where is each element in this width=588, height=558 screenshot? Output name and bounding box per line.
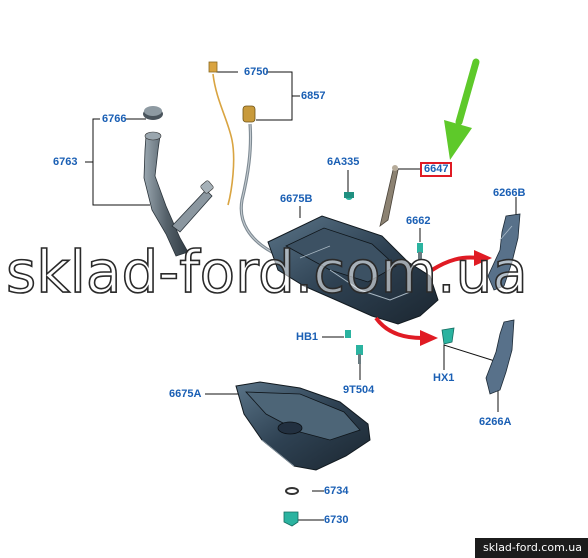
shield-6266a — [485, 319, 515, 395]
part-label-6857[interactable]: 6857 — [301, 90, 326, 102]
part-label-6647[interactable]: 6647 — [420, 162, 453, 177]
shield-6266b — [487, 213, 521, 291]
part-label-6662[interactable]: 6662 — [406, 215, 431, 227]
part-label-6266b[interactable]: 6266B — [493, 187, 526, 199]
part-label-6675b[interactable]: 6675B — [280, 193, 313, 205]
flow-arrowhead-lower — [420, 330, 438, 346]
part-label-hx1[interactable]: HX1 — [433, 372, 455, 384]
part-label-6750[interactable]: 6750 — [244, 66, 269, 78]
part-label-6675a[interactable]: 6675A — [169, 388, 202, 400]
footer-site-badge: sklad-ford.com.ua — [475, 538, 588, 558]
bolt-6662 — [417, 243, 423, 260]
lower-oil-pan — [235, 381, 371, 471]
fasteners-lower — [345, 330, 363, 364]
pickup-6647 — [379, 165, 399, 227]
part-label-hb1[interactable]: HB1 — [296, 331, 319, 343]
part-label-9t504[interactable]: 9T504 — [343, 384, 375, 396]
part-label-6266a[interactable]: 6266A — [479, 416, 512, 428]
drain-hardware — [283, 487, 299, 527]
fitting-6a335 — [344, 192, 354, 200]
fitting-hx1 — [441, 327, 455, 345]
part-label-6730[interactable]: 6730 — [324, 514, 349, 526]
dipstick-tube-part — [239, 105, 319, 270]
part-label-6734[interactable]: 6734 — [324, 485, 349, 497]
leader-lines — [85, 71, 517, 521]
dipstick-part — [208, 61, 235, 206]
flow-arrowhead-upper — [474, 250, 492, 266]
upper-oil-pan — [267, 215, 439, 325]
part-label-6766[interactable]: 6766 — [102, 113, 127, 125]
part-label-6a335[interactable]: 6A335 — [327, 156, 360, 168]
pointer-arrow — [444, 58, 480, 160]
part-label-6763[interactable]: 6763 — [53, 156, 78, 168]
oil-filler-assembly — [143, 106, 214, 257]
